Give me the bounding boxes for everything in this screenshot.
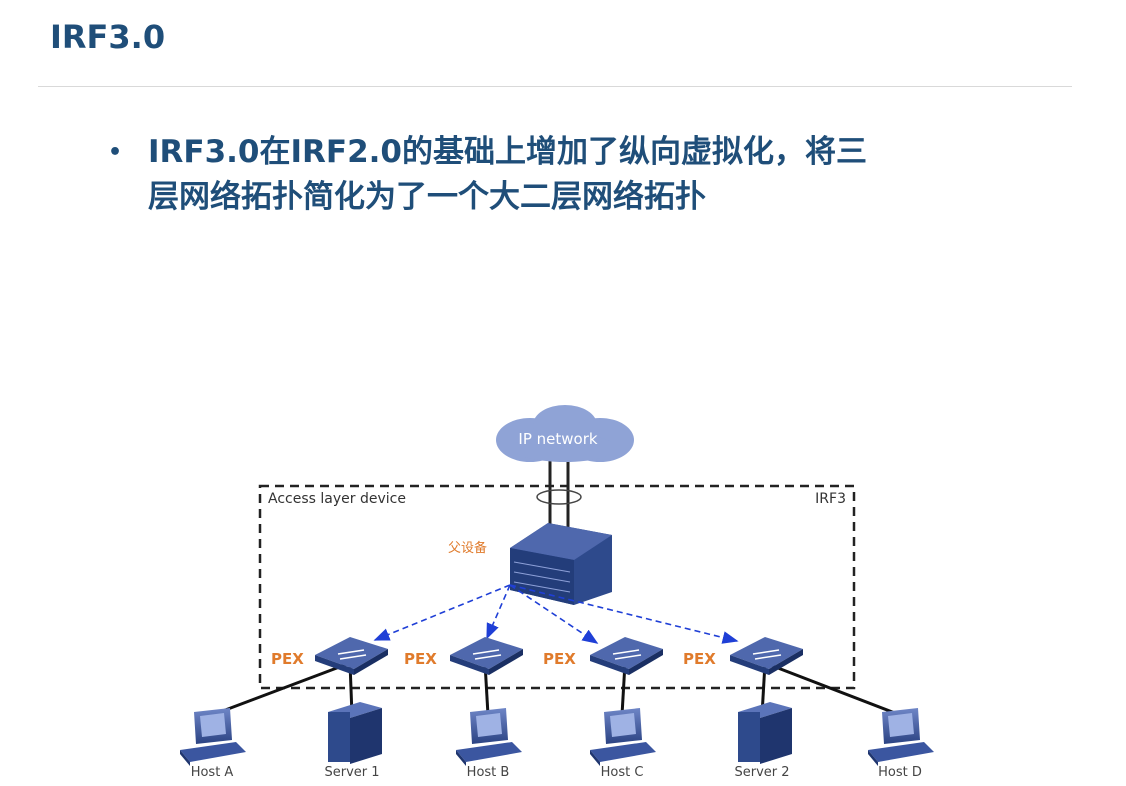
pex-switch-icon: [450, 637, 523, 675]
host-label: Server 2: [734, 765, 789, 780]
pex-label: PEX: [683, 650, 716, 668]
host-pc-icon: [180, 708, 246, 766]
bullet-text: IRF3.0在IRF2.0的基础上增加了纵向虚拟化，将三 层网络拓扑简化为了一个…: [148, 130, 1028, 220]
virtual-link-arrows: [373, 584, 739, 644]
pex-switch-icon: [730, 637, 803, 675]
host-link: [764, 661, 901, 717]
host-link: [211, 661, 351, 717]
host-links: [211, 661, 901, 717]
pex-label: PEX: [543, 650, 576, 668]
host-label: Host C: [601, 765, 644, 780]
cloud-label: IP network: [518, 430, 597, 448]
host-pc-icon: [456, 708, 522, 766]
ip-network-cloud-icon: [496, 405, 634, 462]
host-label: Host D: [878, 765, 922, 780]
slide-title: IRF3.0: [50, 18, 166, 56]
host-pc-icon: [590, 708, 656, 766]
pex-label: PEX: [271, 650, 304, 668]
server-icon: [328, 702, 382, 764]
host-label: Host A: [191, 765, 234, 780]
virtual-link-arrow-4: [509, 584, 739, 644]
virtual-link-arrow-3: [509, 584, 599, 644]
parent-device-label: 父设备: [448, 540, 487, 556]
host-label: Server 1: [324, 765, 379, 780]
access-layer-label: Access layer device: [268, 491, 406, 507]
title-divider: [38, 86, 1072, 87]
link-aggregation-ring: [536, 489, 582, 505]
virtual-link-arrow-1: [373, 584, 511, 641]
pex-switch-icon: [590, 637, 663, 675]
bullet-line-1: IRF3.0在IRF2.0的基础上增加了纵向虚拟化，将三: [148, 134, 867, 170]
host-pc-icon: [868, 708, 934, 766]
host-label: Host B: [467, 765, 510, 780]
pex-switch-icon: [315, 637, 388, 675]
parent-device-icon: [510, 523, 612, 605]
irf3-label: IRF3: [815, 491, 846, 507]
bullet-dot-icon: •: [108, 140, 123, 165]
server-icon: [738, 702, 792, 764]
pex-devices: PEX PEX PEX PEX: [271, 637, 803, 675]
end-hosts: Host A Server 1 Host B Host C Server 2 Host D: [180, 702, 934, 780]
pex-label: PEX: [404, 650, 437, 668]
irf3-boundary-box: [258, 484, 856, 690]
bullet-line-2: 层网络拓扑简化为了一个大二层网络拓扑: [148, 179, 706, 215]
